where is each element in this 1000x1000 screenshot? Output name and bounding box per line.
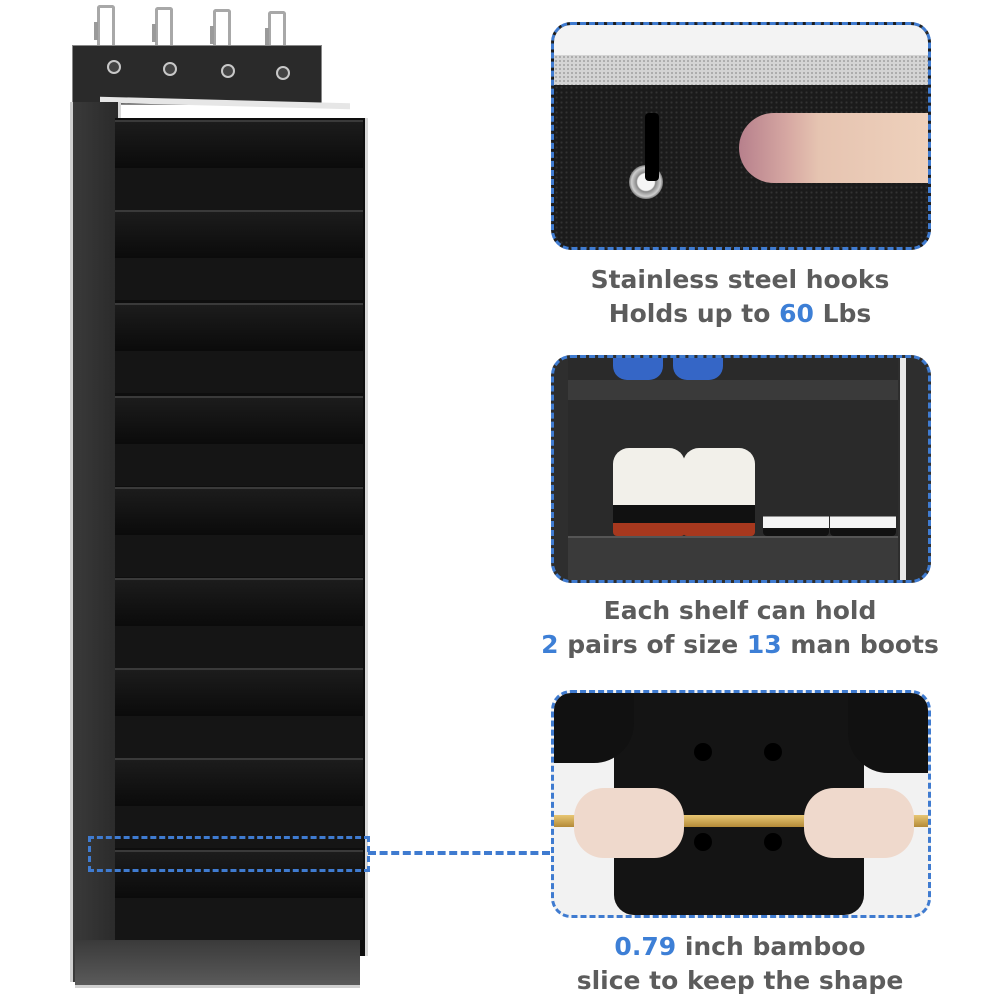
- door-hook-icon: [152, 7, 173, 50]
- right-sleeve: [848, 693, 928, 773]
- right-hand-image: [804, 788, 914, 858]
- shelf-front-lip: [568, 536, 898, 580]
- black-sneaker-image: [830, 458, 896, 536]
- shelf-gap: [115, 716, 363, 758]
- hooks-caption: Stainless steel hooks Holds up to 60 Lbs: [540, 263, 940, 331]
- pairs-count-value: 2: [541, 630, 559, 659]
- shelf-shoes-photo: [551, 355, 931, 583]
- bamboo-slice-highlight-box: [88, 836, 370, 872]
- door-hook-icon: [265, 11, 286, 54]
- organizer-base: [75, 940, 360, 988]
- shelf-caption: Each shelf can hold 2 pairs of size 13 m…: [540, 594, 940, 662]
- dress-button: [764, 833, 782, 851]
- blue-shoe-image: [613, 358, 663, 380]
- dress-button: [694, 833, 712, 851]
- bamboo-caption-line2: slice to keep the shape: [576, 966, 904, 995]
- shelf-gap: [115, 806, 363, 848]
- grommet-icon: [221, 64, 235, 78]
- grommet-icon: [107, 60, 121, 74]
- bamboo-caption: 0.79 inch bamboo slice to keep the shape: [540, 930, 940, 998]
- shelf-gap: [115, 168, 363, 210]
- shelf: [115, 210, 363, 260]
- upper-shelf-lip: [568, 380, 898, 400]
- door-top-strip: [554, 25, 928, 55]
- left-hand-image: [574, 788, 684, 858]
- black-sneaker-image: [763, 458, 829, 536]
- caption-text: pairs of size: [558, 630, 747, 659]
- organizer-product-image: [70, 5, 370, 988]
- shelf: [115, 120, 363, 170]
- shelf-gap: [115, 535, 363, 577]
- bamboo-slice-photo: [551, 690, 931, 918]
- shelf: [115, 758, 363, 808]
- dress-button: [694, 743, 712, 761]
- white-boot-image: [683, 448, 755, 536]
- shelf-caption-line2: 2 pairs of size 13 man boots: [540, 628, 940, 662]
- shelf-interior: [568, 358, 898, 580]
- fabric-edge-band: [554, 55, 928, 85]
- shelf: [115, 850, 363, 900]
- shelf: [115, 578, 363, 628]
- frame-edge: [900, 358, 906, 580]
- grommet-icon: [276, 66, 290, 80]
- hanging-header-panel: [72, 45, 322, 105]
- organizer-side-panel: [70, 102, 121, 982]
- boot-size-value: 13: [746, 630, 782, 659]
- shelf-gap: [115, 898, 363, 940]
- shelf: [115, 396, 363, 446]
- left-sleeve: [554, 693, 634, 763]
- load-capacity-value: 60: [779, 299, 814, 328]
- door-hook-icon: [210, 9, 231, 52]
- caption-text: Lbs: [813, 299, 872, 328]
- shelf-caption-line1: Each shelf can hold: [603, 596, 877, 625]
- door-hook-icon: [94, 5, 115, 48]
- shelf-gap: [115, 626, 363, 668]
- caption-text: inch bamboo: [676, 932, 866, 961]
- shelf: [115, 668, 363, 718]
- shelf-gap: [115, 258, 363, 300]
- dress-button: [764, 743, 782, 761]
- caption-text: Holds up to: [608, 299, 780, 328]
- shelf-gap: [115, 444, 363, 486]
- shelf-gap: [115, 351, 363, 393]
- finger-image: [739, 113, 928, 183]
- hooks-caption-line2: Holds up to 60 Lbs: [540, 297, 940, 331]
- hooks-caption-line1: Stainless steel hooks: [590, 265, 890, 294]
- blue-shoe-image: [673, 358, 723, 380]
- steel-hook-icon: [645, 113, 659, 181]
- grommet-icon: [163, 62, 177, 76]
- shelf: [115, 487, 363, 537]
- bamboo-thickness-value: 0.79: [614, 932, 677, 961]
- hook-closeup-photo: [551, 22, 931, 250]
- caption-text: man boots: [781, 630, 939, 659]
- shelf: [115, 303, 363, 353]
- callout-connector-line: [368, 851, 550, 855]
- bamboo-caption-line1: 0.79 inch bamboo: [540, 930, 940, 964]
- white-boot-image: [613, 448, 685, 536]
